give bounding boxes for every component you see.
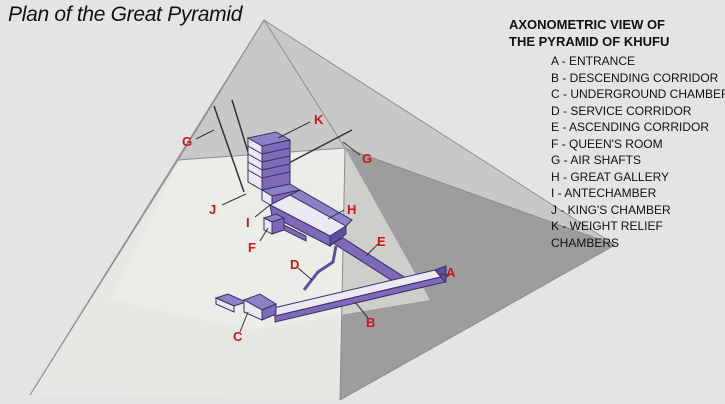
leader-lines: [195, 121, 451, 333]
label-c: C: [233, 329, 243, 344]
queens-room: [262, 213, 307, 242]
label-g-right: G: [362, 151, 372, 166]
legend-item-e: E - ASCENDING CORRIDOR: [551, 120, 710, 134]
label-f: F: [248, 240, 256, 255]
pyramid-ground-shadow: [110, 148, 430, 330]
legend-item-g: G - AIR SHAFTS: [551, 153, 642, 167]
pyramid-right-face: [340, 148, 615, 400]
descending-corridor: [263, 265, 447, 323]
legend-item-c: C - UNDERGROUND CHAMBER: [551, 87, 725, 101]
legend-item-a: A - ENTRANCE: [551, 54, 636, 68]
label-g-left: G: [182, 134, 192, 149]
label-a: A: [446, 265, 456, 280]
underground-chamber: [214, 293, 278, 321]
pyramid-right-back-face: [178, 20, 615, 245]
legend-item-f: F - QUEEN'S ROOM: [551, 136, 663, 151]
legend-item-d: D - SERVICE CORRIDOR: [551, 103, 692, 118]
service-corridor: [302, 245, 338, 291]
grand-gallery: [268, 189, 353, 247]
label-k: K: [314, 112, 324, 127]
legend-title: AXONOMETRIC VIEW OF THE PYRAMID OF KHUFU: [509, 16, 669, 50]
weight-relief-chambers: [246, 131, 292, 191]
legend-title-line-2: THE PYRAMID OF KHUFU: [509, 34, 670, 49]
label-j: J: [209, 202, 216, 217]
legend-item-b: B - DESCENDING CORRIDOR: [551, 70, 719, 85]
legend-item-k: K - WEIGHT RELIEF: [551, 219, 663, 233]
legend-title-line-1: AXONOMETRIC VIEW OF: [509, 17, 665, 32]
legend-item-h: H - GREAT GALLERY: [551, 169, 670, 184]
label-h: H: [347, 202, 356, 217]
label-d: D: [290, 257, 299, 272]
pyramid-edges: [29, 19, 616, 401]
label-b: B: [366, 315, 375, 330]
legend-list: A - ENTRANCE B - DESCENDING CORRIDOR C -…: [551, 53, 725, 251]
legend-item-k-continued: CHAMBERS: [551, 235, 620, 250]
diagram-title: Plan of the Great Pyramid: [8, 3, 243, 26]
label-i: I: [246, 215, 250, 230]
label-e: E: [377, 234, 386, 249]
legend-item-i: I - ANTECHAMBER: [551, 186, 657, 200]
legend-item-j: J - KING'S CHAMBER: [551, 202, 671, 217]
